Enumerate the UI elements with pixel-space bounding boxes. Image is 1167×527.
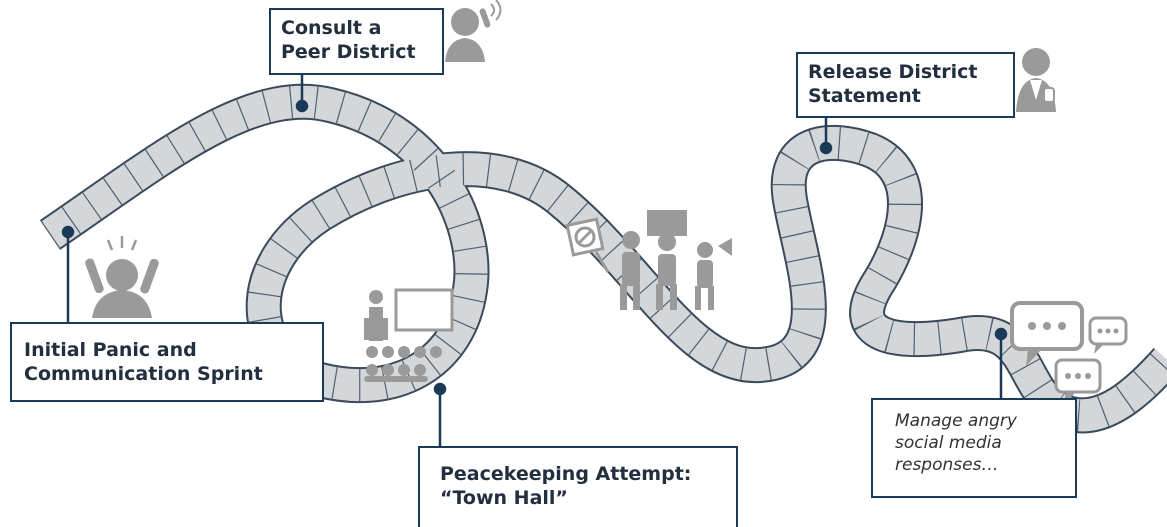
peacekeeping-town-hall-label: Peacekeeping Attempt: “Town Hall”	[418, 446, 738, 527]
connector-dot-release	[819, 141, 833, 155]
press-speaker-icon	[1016, 48, 1056, 112]
protesters-icon	[565, 210, 732, 310]
connector-dot-consult	[295, 99, 309, 113]
manage-social-media-label: Manage angry social media responses…	[871, 398, 1077, 498]
presentation-audience-icon	[364, 288, 454, 382]
consult-peer-district-label: Consult a Peer District	[269, 8, 444, 75]
release-district-statement-label: Release District Statement	[796, 52, 1015, 118]
connector-dot-townhall	[433, 382, 447, 396]
phone-call-person-icon	[445, 0, 502, 62]
connector-dot-social	[994, 327, 1008, 341]
panic-person-icon	[85, 236, 159, 318]
connector-dot-panic	[61, 225, 75, 239]
initial-panic-label: Initial Panic and Communication Sprint	[10, 322, 324, 402]
chat-bubbles-icon	[1010, 301, 1128, 404]
